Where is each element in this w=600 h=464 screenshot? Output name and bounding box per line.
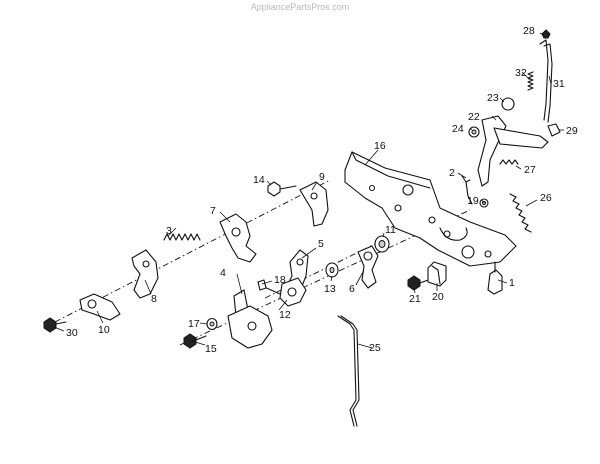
part-7-lever [219, 213, 257, 263]
part-21-screw [407, 275, 429, 291]
callout-27: 27 [524, 164, 536, 176]
part-14-bolt [267, 181, 297, 197]
callout-20: 20 [432, 291, 444, 303]
callout-32: 32 [515, 67, 527, 79]
part-18-bolt [257, 279, 281, 295]
part-23-knob [501, 97, 515, 111]
callout-22: 22 [468, 111, 480, 123]
callout-29: 29 [566, 125, 578, 137]
part-15-screw [183, 333, 207, 349]
callout-19: 19 [467, 195, 479, 207]
part-9-lever [299, 181, 329, 227]
callout-23: 23 [487, 92, 499, 104]
callout-17: 17 [188, 318, 200, 330]
part-11-washer [374, 235, 390, 253]
callout-8: 8 [151, 293, 157, 305]
callout-31: 31 [553, 78, 565, 90]
part-28-screw [541, 29, 551, 39]
part-10-bracket [79, 293, 121, 321]
part-16-control-bracket [344, 151, 517, 267]
callout-15: 15 [205, 343, 217, 355]
watermark: AppliancePartsPros.com [250, 2, 350, 12]
callout-25: 25 [369, 342, 381, 354]
part-32-spring [527, 71, 534, 91]
leader-lines [53, 32, 564, 349]
part-30-screw [43, 317, 67, 333]
part-2-clip [461, 175, 473, 205]
part-3-spring [163, 233, 201, 241]
part-8-lever [131, 249, 159, 299]
callout-10: 10 [98, 324, 110, 336]
part-26-spring [509, 193, 532, 233]
callout-28: 28 [523, 25, 535, 37]
callout-6: 6 [349, 283, 355, 295]
callout-2: 2 [449, 167, 455, 179]
callout-26: 26 [540, 192, 552, 204]
callout-labels: 1 2 3 4 5 6 7 8 9 10 11 12 13 14 15 16 1… [66, 25, 578, 355]
part-12-lever [279, 277, 307, 307]
callout-1: 1 [509, 277, 515, 289]
part-20-bracket-clip [427, 261, 447, 287]
callout-9: 9 [319, 171, 325, 183]
callout-3: 3 [166, 225, 172, 237]
callout-21: 21 [409, 293, 421, 305]
callout-12: 12 [279, 309, 291, 321]
callout-5: 5 [318, 238, 324, 250]
callout-16: 16 [374, 140, 386, 152]
callout-4: 4 [220, 267, 226, 279]
callout-7: 7 [210, 205, 216, 217]
part-13-washer [325, 262, 339, 278]
part-1-bolt [487, 261, 503, 295]
part-31-cable [539, 39, 553, 123]
part-25-control-rod [337, 315, 360, 427]
part-27-spring [499, 159, 519, 165]
part-6-lever [357, 245, 379, 289]
callout-30: 30 [66, 327, 78, 339]
part-lever-pair [227, 305, 273, 349]
part-29-clip [547, 123, 561, 137]
part-22-control-lever [477, 115, 549, 187]
callout-13: 13 [324, 283, 336, 295]
callout-11: 11 [385, 224, 396, 236]
callout-14: 14 [253, 174, 265, 186]
callout-24: 24 [452, 123, 464, 135]
part-17-washer [206, 317, 218, 331]
callout-18: 18 [274, 274, 286, 286]
